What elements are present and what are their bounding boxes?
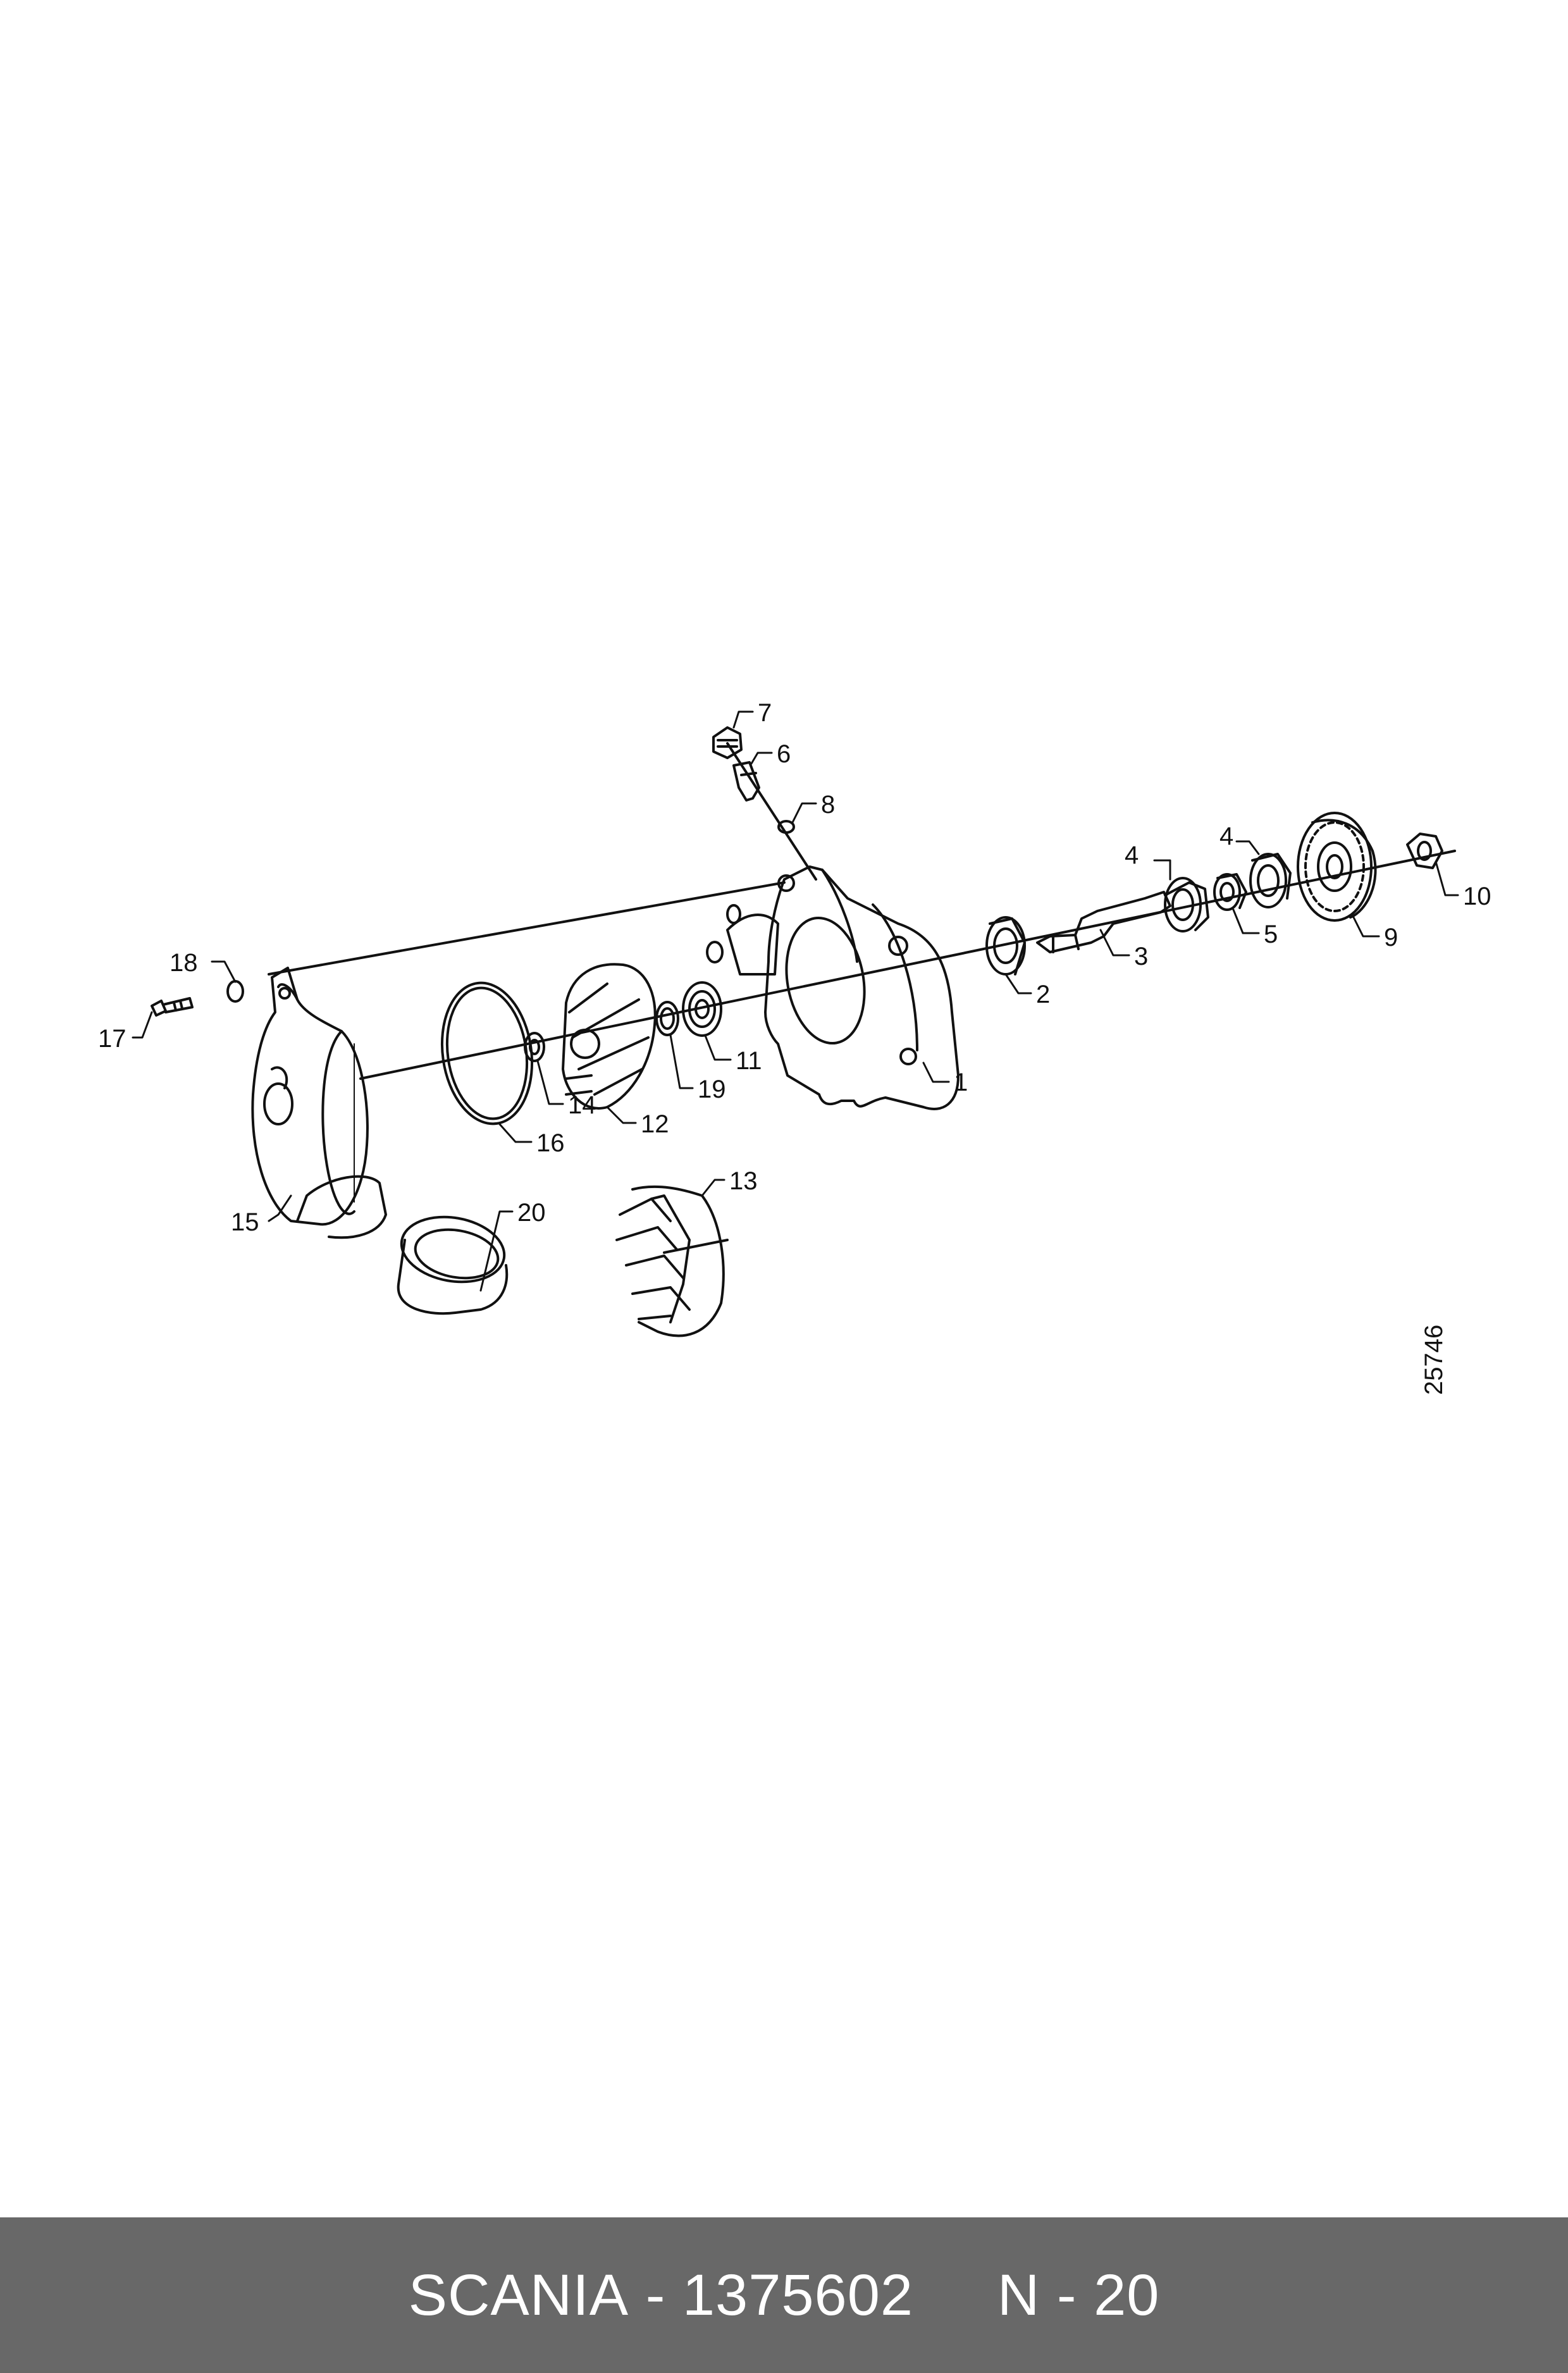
leader-9 (1352, 916, 1380, 938)
shim (655, 1001, 679, 1036)
callout-9: 9 (1384, 924, 1398, 951)
leader-10 (1435, 860, 1459, 896)
leader-19 (669, 1034, 694, 1089)
callout-7: 7 (758, 699, 772, 727)
callout-15: 15 (231, 1208, 259, 1236)
washer (226, 980, 244, 1003)
nipple-cap (712, 726, 743, 759)
leader-6 (750, 752, 773, 765)
leader-11 (704, 1034, 732, 1061)
small-seal (524, 1032, 545, 1062)
sleeve (397, 1215, 509, 1315)
callout-11: 11 (736, 1047, 762, 1075)
assembly-axis-fan (663, 1239, 729, 1254)
ring (985, 916, 1026, 976)
callout-8: 8 (821, 791, 835, 819)
leader-1 (922, 1062, 950, 1083)
assembly-axis-upper (268, 881, 786, 976)
part-number: 1375602 (682, 2262, 914, 2327)
leader-20 (479, 1210, 514, 1292)
pump-cover (251, 967, 387, 1239)
callout-2: 2 (1036, 981, 1050, 1008)
ball-bearing-right (1249, 853, 1292, 908)
leader-17 (132, 1011, 153, 1039)
drive-gear (1297, 812, 1377, 922)
callout-18: 18 (170, 949, 198, 977)
callout-20: 20 (517, 1199, 546, 1227)
exploded-parts-diagram: 1 2 3 4 4 5 6 7 8 9 10 11 12 13 14 15 16… (98, 699, 1491, 1395)
pump-housing (706, 865, 960, 1110)
footer-bar: SCANIA - 1375602 N - 20 (0, 2217, 1568, 2373)
fan (615, 1185, 725, 1337)
ball-bearing-left (1164, 877, 1209, 932)
leader-4a (1153, 859, 1171, 881)
callout-4a: 4 (1125, 841, 1139, 869)
callout-12: 12 (641, 1110, 669, 1138)
hex-nut (1406, 833, 1443, 869)
leader-16 (498, 1123, 533, 1143)
grease-nipple (732, 761, 760, 802)
leader-13 (701, 1179, 725, 1197)
leader-15 (268, 1194, 292, 1222)
footer-separator: - (645, 2262, 666, 2327)
leader-4b (1235, 840, 1260, 855)
drawing-number: 25746 (1420, 1325, 1448, 1395)
spacer (1213, 873, 1247, 911)
callout-19: 19 (698, 1075, 726, 1103)
impeller (562, 963, 657, 1110)
callout-17: 17 (98, 1025, 127, 1053)
callout-6: 6 (777, 740, 791, 768)
assembly-axis-vertical (726, 742, 817, 881)
reference-code: N - 20 (997, 2262, 1160, 2327)
leader-2 (1004, 973, 1032, 994)
callout-14: 14 (568, 1091, 596, 1119)
gasket-washer (777, 820, 795, 834)
bolt (151, 997, 194, 1017)
leader-8 (791, 802, 817, 824)
leader-18 (211, 960, 237, 983)
callout-5: 5 (1264, 920, 1278, 948)
brand-name: SCANIA (408, 2262, 629, 2327)
callout-1: 1 (954, 1069, 968, 1096)
callout-13: 13 (729, 1167, 758, 1195)
leader-3 (1099, 929, 1130, 957)
leader-7 (732, 710, 754, 729)
callout-4b: 4 (1219, 822, 1233, 850)
callout-3: 3 (1134, 943, 1148, 970)
callout-16: 16 (536, 1129, 565, 1157)
shaft (1036, 891, 1171, 953)
leader-12 (606, 1106, 637, 1124)
callout-10: 10 (1463, 883, 1491, 910)
shaft-seal (682, 981, 722, 1037)
leader-5 (1232, 908, 1260, 934)
leader-14 (536, 1060, 564, 1105)
